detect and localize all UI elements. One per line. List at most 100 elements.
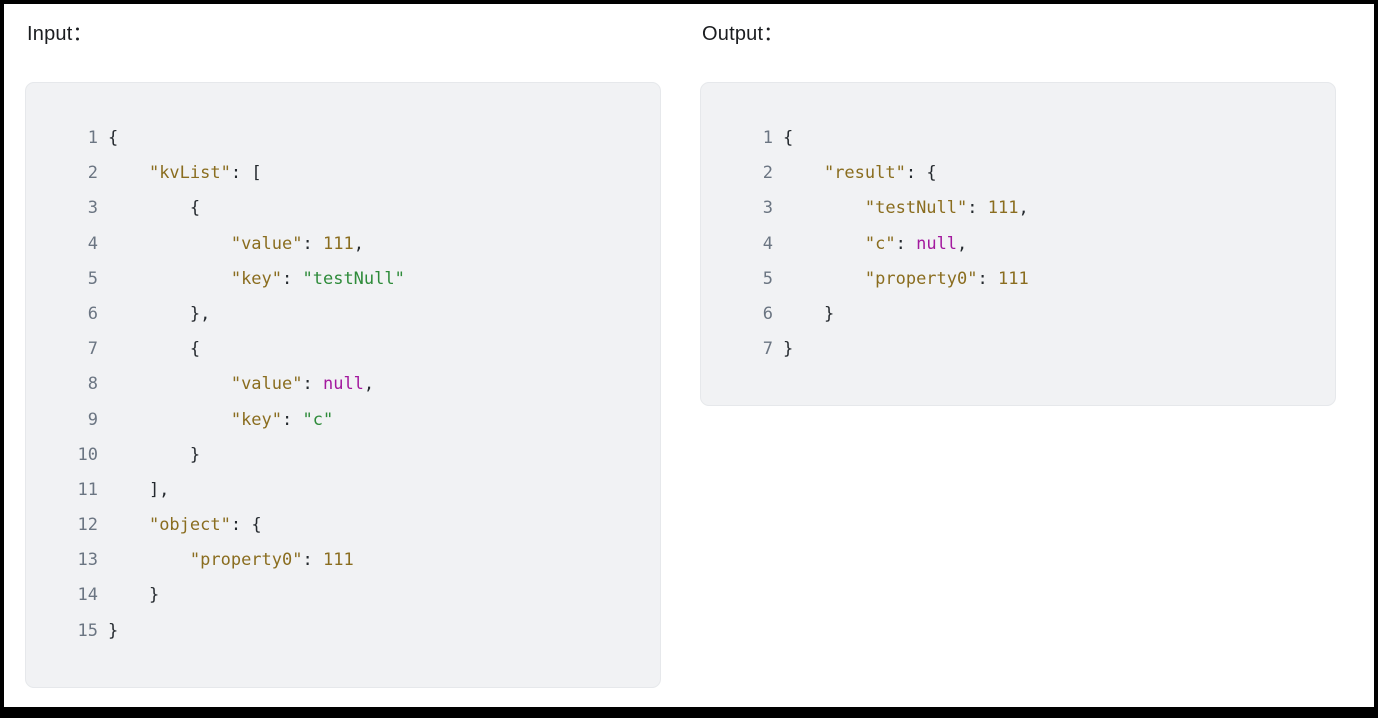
code-token-punct: : { <box>905 163 937 184</box>
line-number: 5 <box>762 268 773 289</box>
code-line-content: "kvList": [ <box>98 156 262 191</box>
code-token-punct: } <box>108 444 201 465</box>
code-token-punct: , <box>353 233 364 254</box>
code-token-punct <box>108 163 149 183</box>
code-token-punct <box>108 515 149 535</box>
code-token-punct <box>783 163 824 183</box>
code-line: 12 "object": { <box>26 508 660 543</box>
code-line-content: } <box>773 332 793 367</box>
code-line: 2 "kvList": [ <box>26 156 660 191</box>
code-token-punct <box>108 234 231 254</box>
code-token-punct: , <box>1018 198 1029 219</box>
code-line: 5 "key": "testNull" <box>26 262 660 297</box>
code-token-key: "value" <box>230 233 303 254</box>
code-line: 9 "key": "c" <box>26 403 660 438</box>
code-line: 6 } <box>701 297 1335 332</box>
code-line-content: } <box>98 614 118 649</box>
code-token-punct: } <box>783 303 835 324</box>
code-line: 3 { <box>26 191 660 226</box>
code-token-num: 111 <box>322 233 354 254</box>
code-token-punct: } <box>108 585 160 606</box>
output-code-panel[interactable]: 1{2 "result": {3 "testNull": 111,4 "c": … <box>700 82 1336 406</box>
code-line-content: { <box>98 332 200 367</box>
code-line-content: "value": 111, <box>98 227 364 262</box>
code-line-content: "c": null, <box>773 227 967 262</box>
code-token-punct <box>783 234 865 254</box>
code-token-punct: } <box>108 620 119 641</box>
code-token-key: "object" <box>148 515 231 536</box>
line-number: 2 <box>87 163 98 184</box>
code-token-key: "result" <box>823 163 906 184</box>
code-token-punct: : <box>895 233 917 254</box>
code-line: 3 "testNull": 111, <box>701 191 1335 226</box>
code-token-key: "value" <box>230 374 303 395</box>
code-token-punct: { <box>108 198 201 219</box>
page-canvas: Input： 1{2 "kvList": [3 {4 "value": 111,… <box>4 4 1374 707</box>
line-number: 10 <box>77 444 98 465</box>
code-token-null: null <box>916 233 958 254</box>
code-token-str: "c" <box>302 409 334 430</box>
line-number: 3 <box>87 198 98 219</box>
code-token-key: "c" <box>864 233 896 254</box>
line-number: 7 <box>87 339 98 360</box>
line-number: 9 <box>87 409 98 430</box>
code-token-punct: { <box>108 128 119 148</box>
code-line-content: ], <box>98 473 169 508</box>
output-code-block[interactable]: 1{2 "result": {3 "testNull": 111,4 "c": … <box>701 83 1335 367</box>
code-line-content: "testNull": 111, <box>773 191 1029 226</box>
code-line-content: { <box>773 121 793 156</box>
code-line-content: "object": { <box>98 508 262 543</box>
line-number: 15 <box>77 620 98 641</box>
line-number: 7 <box>762 339 773 360</box>
input-code-panel[interactable]: 1{2 "kvList": [3 {4 "value": 111,5 "key"… <box>25 82 661 688</box>
code-line: 2 "result": { <box>701 156 1335 191</box>
line-number: 6 <box>762 303 773 324</box>
code-token-punct: : <box>302 233 323 254</box>
line-number: 11 <box>77 479 98 500</box>
code-token-punct <box>108 410 231 430</box>
code-token-num: 111 <box>322 550 354 571</box>
code-line: 4 "value": 111, <box>26 227 660 262</box>
code-line: 8 "value": null, <box>26 367 660 402</box>
code-token-punct <box>783 198 865 218</box>
code-line-content: "key": "testNull" <box>98 262 405 297</box>
input-code-block[interactable]: 1{2 "kvList": [3 {4 "value": 111,5 "key"… <box>26 83 660 649</box>
code-token-punct: : [ <box>230 163 262 184</box>
line-number: 5 <box>87 268 98 289</box>
line-number: 4 <box>762 233 773 254</box>
code-token-punct: , <box>363 374 375 395</box>
code-token-punct <box>108 550 190 570</box>
code-line: 6 }, <box>26 297 660 332</box>
code-line: 1{ <box>701 121 1335 156</box>
code-token-punct: }, <box>108 303 211 324</box>
code-token-punct: : { <box>230 515 262 536</box>
code-token-str: "testNull" <box>302 268 405 289</box>
code-line: 15} <box>26 614 660 649</box>
code-token-key: "property0" <box>864 268 978 289</box>
code-line: 10 } <box>26 438 660 473</box>
code-token-punct <box>783 269 865 289</box>
code-line-content: "result": { <box>773 156 937 191</box>
code-line: 11 ], <box>26 473 660 508</box>
line-number: 12 <box>77 515 98 536</box>
code-line-content: { <box>98 121 118 156</box>
code-token-punct: } <box>783 339 794 360</box>
code-line: 14 } <box>26 578 660 613</box>
code-token-punct: , <box>957 233 968 254</box>
line-number: 4 <box>87 233 98 254</box>
code-token-num: 111 <box>997 268 1029 289</box>
output-panel-label: Output： <box>702 23 784 45</box>
comparison-columns: Input： 1{2 "kvList": [3 {4 "value": 111,… <box>4 4 1374 707</box>
line-number: 1 <box>87 128 98 148</box>
code-token-key: "property0" <box>189 550 303 571</box>
code-line-content: } <box>773 297 834 332</box>
code-token-punct: : <box>302 374 323 395</box>
line-number: 2 <box>762 163 773 184</box>
code-token-key: "key" <box>230 409 283 430</box>
code-token-punct: : <box>302 550 323 571</box>
code-token-punct <box>108 269 231 289</box>
code-line: 5 "property0": 111 <box>701 262 1335 297</box>
code-token-null: null <box>322 374 364 395</box>
code-token-punct: : <box>282 268 303 289</box>
code-token-num: 111 <box>987 198 1019 219</box>
